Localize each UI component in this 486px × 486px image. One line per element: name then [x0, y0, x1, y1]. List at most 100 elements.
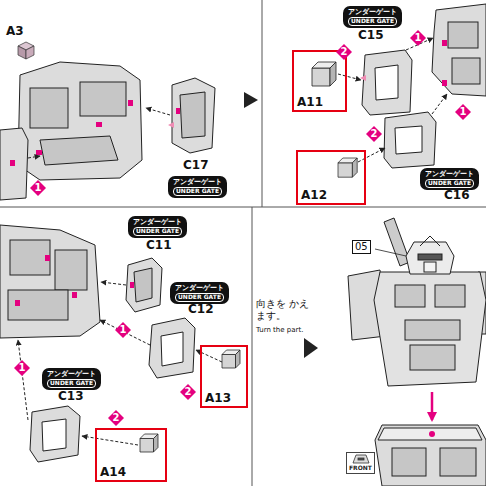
torso-part	[72, 292, 77, 298]
waist-part	[429, 431, 435, 437]
diamond-shape	[455, 104, 471, 120]
leader-line	[375, 249, 406, 256]
gate-note: UNDER GATE	[348, 17, 397, 26]
side-part	[0, 128, 28, 200]
gate-note: UNDER GATE	[425, 179, 474, 188]
waist-part	[375, 425, 486, 486]
part-c13	[30, 406, 80, 462]
assembly-arrow	[28, 156, 40, 158]
gate-note: UNDER GATE	[47, 379, 96, 388]
diamond-shape	[30, 180, 46, 196]
part-number: A12	[301, 188, 327, 202]
torso-part	[128, 100, 133, 106]
part-c16	[384, 112, 436, 168]
under-gate-badge: アンダーゲートUNDER GATE	[170, 282, 229, 304]
part-a12	[352, 158, 357, 177]
part-a13	[222, 350, 240, 368]
upper-body-figure	[410, 345, 455, 370]
part-c11	[130, 282, 134, 288]
part-callout-box: A13	[200, 345, 248, 408]
torso-part	[45, 255, 50, 261]
diamond-shape	[14, 360, 30, 376]
upper-body-figure	[405, 320, 460, 340]
direction-text: FRONT	[349, 465, 372, 472]
diamond-shape	[336, 44, 352, 60]
upper-body-figure	[424, 262, 436, 272]
panel-divider	[252, 207, 253, 486]
torso-part	[432, 4, 486, 96]
part-c17	[176, 108, 180, 114]
waist-part	[375, 425, 486, 486]
fit-arrow	[431, 392, 434, 420]
assembly-arrow	[82, 436, 138, 445]
step-diamond: 1	[455, 104, 471, 120]
step-number: 2	[180, 384, 196, 400]
part-c13	[30, 406, 80, 462]
step-diamond: 1	[14, 360, 30, 376]
part-number: C16	[444, 188, 470, 202]
diamond-shape	[180, 384, 196, 400]
part-a13	[236, 350, 241, 368]
part-c12	[149, 318, 195, 378]
upper-body-figure	[406, 242, 454, 274]
under-gate-badge: アンダーゲートUNDER GATE	[128, 216, 187, 238]
part-number: C13	[58, 389, 84, 403]
gate-note: アンダーゲート	[425, 170, 474, 178]
diamond-shape	[366, 126, 382, 142]
part-c13	[42, 419, 66, 451]
part-a11	[330, 62, 336, 86]
step-number: 2	[336, 44, 352, 60]
part-c15	[375, 65, 398, 100]
under-gate-badge: アンダーゲートUNDER GATE	[42, 368, 101, 390]
part-number: A14	[100, 465, 126, 479]
upper-body-figure	[384, 218, 410, 266]
torso-part	[442, 80, 447, 86]
part-c17	[168, 78, 215, 153]
part-a3-icon	[18, 42, 34, 59]
part-number: C12	[188, 302, 214, 316]
torso-part	[80, 82, 126, 116]
assembly-arrow	[338, 74, 361, 80]
part-a12	[338, 158, 357, 177]
upper-body-figure	[435, 285, 465, 307]
side-part	[10, 160, 15, 166]
torso-part	[452, 58, 480, 84]
part-c11	[134, 268, 152, 302]
front-icon	[358, 458, 364, 460]
gate-note: アンダーゲート	[175, 284, 224, 292]
assembly-arrow	[18, 282, 222, 445]
part-c11	[126, 258, 162, 312]
part-a14	[140, 434, 158, 452]
assembly-arrow	[338, 38, 447, 162]
front-icon-box: FRONT	[346, 452, 375, 474]
part-c16	[384, 112, 436, 168]
step-diamond: 1	[115, 322, 131, 338]
part-a3-icon	[18, 46, 26, 59]
torso-part	[0, 225, 100, 338]
step-number: 1	[455, 104, 471, 120]
gate-note: アンダーゲート	[173, 178, 222, 186]
assembly-arrow	[432, 94, 447, 114]
torso-part	[36, 150, 42, 155]
upper-body-figure	[395, 285, 425, 307]
part-number: C15	[358, 28, 384, 42]
step-diamond: 1	[30, 180, 46, 196]
instruction-text: 向きを かえます。	[256, 298, 310, 322]
step-diamond: 2	[180, 384, 196, 400]
upper-body-figure	[348, 218, 486, 386]
waist-part	[440, 448, 476, 476]
front-icon	[353, 455, 369, 463]
panel-divider	[0, 207, 486, 208]
torso-part	[18, 62, 142, 180]
torso-part	[0, 225, 100, 338]
step-number: 05	[355, 241, 368, 253]
part-a11	[312, 62, 336, 86]
torso-part	[30, 88, 68, 128]
part-a14	[140, 439, 154, 453]
next-step-arrow	[244, 92, 258, 108]
part-c12	[161, 332, 183, 366]
assembly-arrow	[18, 340, 28, 420]
